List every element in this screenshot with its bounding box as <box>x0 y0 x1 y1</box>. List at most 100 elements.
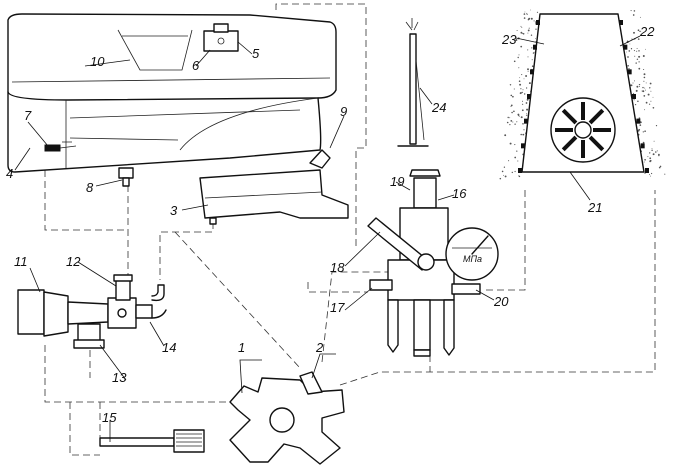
spray-speck <box>528 27 530 29</box>
spray-speck <box>630 84 633 87</box>
label-6: 6 <box>192 58 200 73</box>
filter-assembly <box>17 274 167 349</box>
spray-speck <box>509 142 512 145</box>
label-7: 7 <box>24 108 32 123</box>
spray-speck <box>523 78 525 80</box>
leader-lines <box>14 35 641 442</box>
spray-speck <box>522 89 524 91</box>
spray-speck <box>530 34 533 36</box>
label-12: 12 <box>66 254 81 269</box>
nozzle <box>632 94 636 99</box>
label-21: 21 <box>587 200 602 215</box>
spray-speck <box>507 116 509 119</box>
heater-unit <box>499 9 666 180</box>
spray-speck <box>509 84 512 86</box>
spray-speck <box>635 89 638 92</box>
spray-speck <box>649 152 651 154</box>
spray-speck <box>520 25 522 27</box>
nozzle <box>527 94 531 99</box>
nozzle <box>521 143 525 149</box>
nozzle <box>536 20 540 25</box>
label-8: 8 <box>86 180 94 195</box>
spray-speck <box>501 170 504 173</box>
spray-speck <box>652 96 654 98</box>
label-22: 22 <box>639 24 655 39</box>
nozzle <box>524 118 528 124</box>
spray-speck <box>649 82 652 85</box>
spray-speck <box>633 92 635 94</box>
spray-speck <box>499 177 502 180</box>
spray-speck <box>504 175 507 178</box>
spray-speck <box>513 110 515 113</box>
spray-speck <box>522 123 524 125</box>
spray-speck <box>503 166 506 168</box>
spray-speck <box>521 100 524 102</box>
spray-speck <box>651 148 653 149</box>
spray-speck <box>664 173 666 175</box>
spray-speck <box>510 94 513 97</box>
spray-speck <box>526 12 527 14</box>
spray-speck <box>650 100 652 102</box>
spray-speck <box>527 29 530 32</box>
spray-speck <box>513 60 516 63</box>
label-11: 11 <box>14 254 28 269</box>
nozzle <box>533 44 537 50</box>
spray-speck <box>514 144 516 146</box>
spray-speck <box>508 160 510 162</box>
spray-speck <box>519 115 520 117</box>
spray-speck <box>649 160 651 163</box>
nozzle <box>627 69 632 75</box>
spray-speck <box>523 129 525 131</box>
spray-speck <box>511 111 513 114</box>
spray-speck <box>637 100 639 102</box>
spray-speck <box>651 172 653 175</box>
spray-speck <box>645 101 648 104</box>
spray-speck <box>515 39 518 41</box>
spray-speck <box>638 61 640 63</box>
nozzle <box>623 44 628 50</box>
spray-speck <box>520 116 523 119</box>
spray-speck <box>642 141 645 144</box>
spray-speck <box>637 29 640 32</box>
spray-speck <box>526 13 528 15</box>
spray-speck <box>536 11 539 13</box>
label-23: 23 <box>501 32 517 47</box>
spray-speck <box>531 65 534 68</box>
container-3 <box>199 149 349 225</box>
spray-speck <box>518 67 520 69</box>
spray-speck <box>518 175 520 177</box>
label-5: 5 <box>252 46 260 61</box>
spray-speck <box>517 56 519 59</box>
nozzle <box>619 20 623 25</box>
label-17: 17 <box>330 300 345 315</box>
spray-speck <box>643 161 645 163</box>
spray-speck <box>527 70 529 72</box>
spray-speck <box>639 86 641 87</box>
spray-speck <box>521 91 523 94</box>
spray-speck <box>639 124 642 126</box>
spray-speck <box>644 109 646 111</box>
spray-speck <box>513 88 515 90</box>
spray-speck <box>535 23 537 25</box>
spray-speck <box>626 51 627 53</box>
spray-speck <box>510 120 513 122</box>
spray-speck <box>649 157 652 160</box>
spray-speck <box>639 16 641 18</box>
nozzle <box>645 168 649 173</box>
spray-speck <box>644 89 646 91</box>
spray-speck <box>648 103 651 105</box>
spray-speck <box>514 170 516 173</box>
nozzle <box>530 69 534 75</box>
spray-speck <box>638 50 640 52</box>
spray-speck <box>523 13 526 15</box>
spray-speck <box>517 113 520 116</box>
spray-speck <box>631 38 633 40</box>
label-10: 10 <box>90 54 105 69</box>
spray-speck <box>643 68 645 71</box>
fan-blade <box>588 135 605 152</box>
spray-speck <box>635 62 637 64</box>
spray-speck <box>520 31 523 34</box>
tank-body <box>7 13 337 187</box>
spray-speck <box>634 103 637 106</box>
